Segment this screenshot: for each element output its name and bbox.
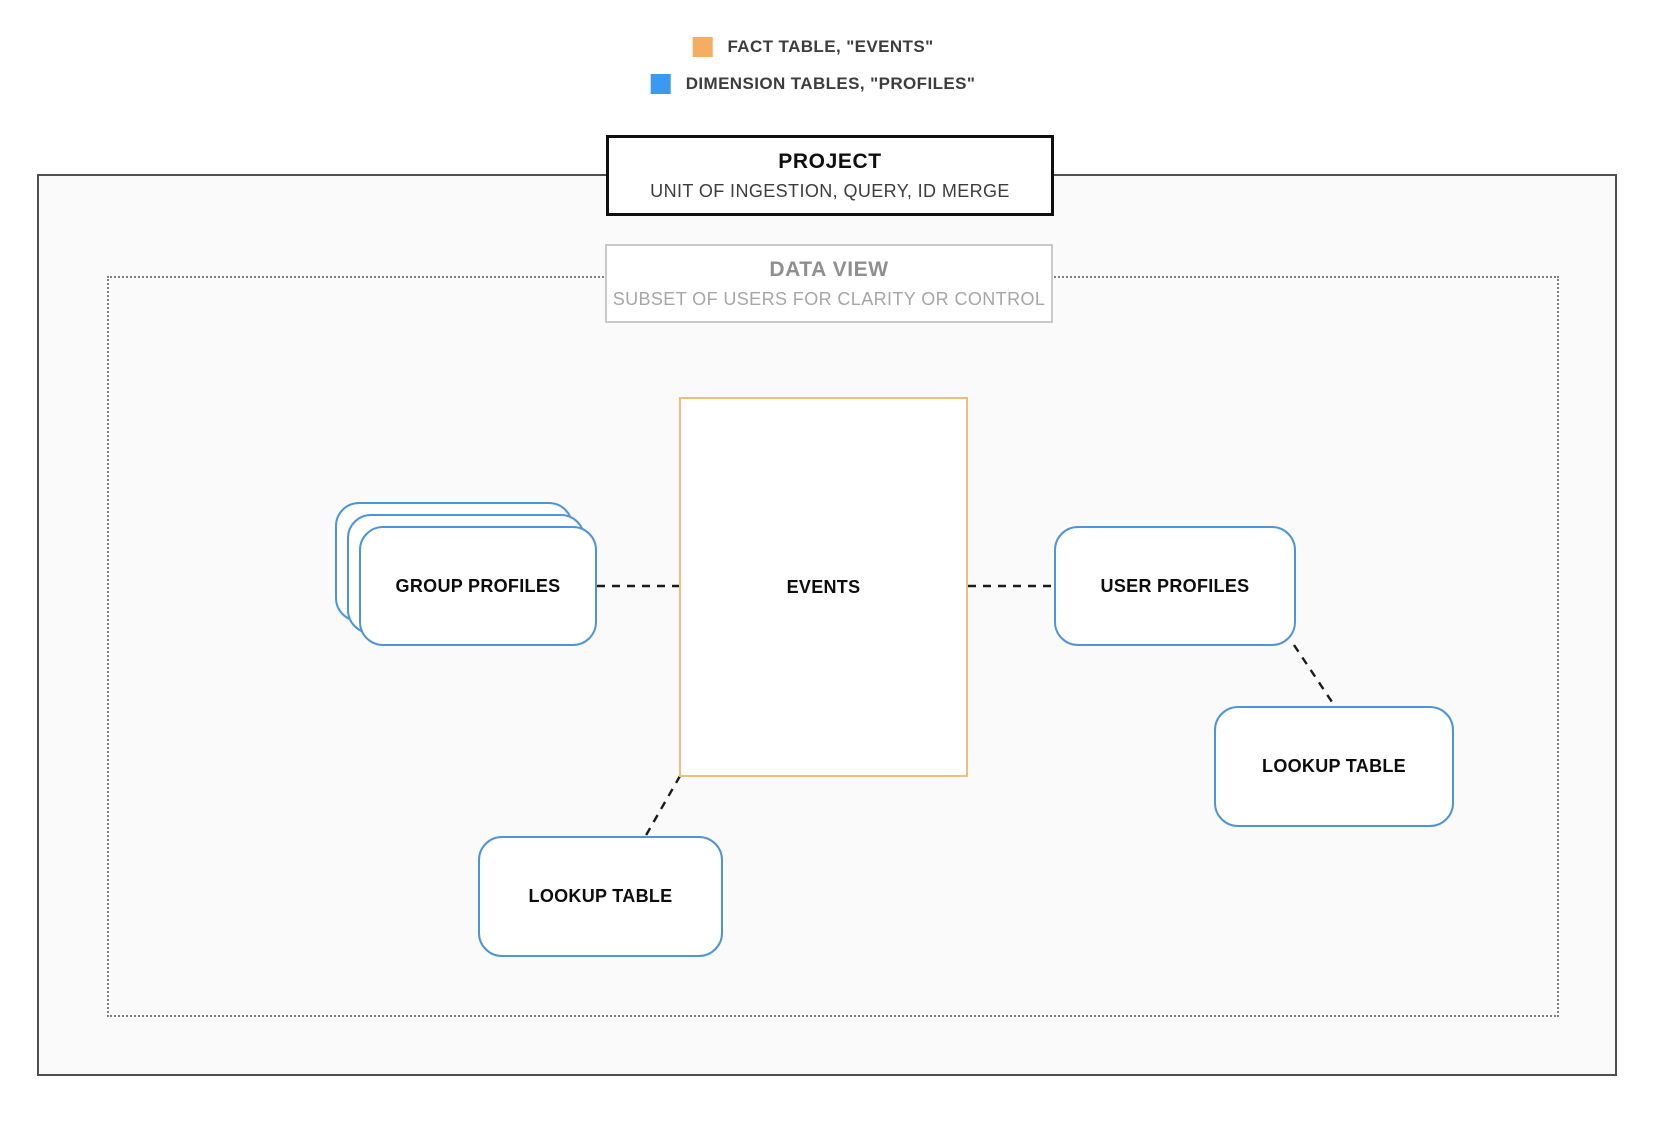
data-view-subtitle: SUBSET OF USERS FOR CLARITY OR CONTROL xyxy=(612,288,1046,309)
legend-item-fact-table: FACT TABLE, "EVENTS" xyxy=(692,37,933,57)
data-view-title: DATA VIEW xyxy=(769,257,889,281)
node-group-profiles-label: GROUP PROFILES xyxy=(395,575,561,596)
data-view-title-box: DATA VIEW SUBSET OF USERS FOR CLARITY OR… xyxy=(605,244,1053,323)
fact-table-swatch-icon xyxy=(692,37,713,57)
dimension-tables-swatch-icon xyxy=(650,74,671,94)
node-events: EVENTS xyxy=(679,397,968,777)
project-title-box: PROJECT UNIT OF INGESTION, QUERY, ID MER… xyxy=(606,135,1054,216)
legend-label-dimension-tables: DIMENSION TABLES, "PROFILES" xyxy=(685,74,976,93)
node-events-label: EVENTS xyxy=(786,576,861,597)
node-user-profiles: USER PROFILES xyxy=(1054,526,1296,646)
legend-label-fact-table: FACT TABLE, "EVENTS" xyxy=(727,37,934,56)
node-lookup-table-left-label: LOOKUP TABLE xyxy=(528,886,673,906)
node-lookup-table-left: LOOKUP TABLE xyxy=(478,836,723,957)
node-lookup-table-right-label: LOOKUP TABLE xyxy=(1262,756,1406,776)
project-title: PROJECT xyxy=(778,149,882,173)
legend-item-dimension-tables: DIMENSION TABLES, "PROFILES" xyxy=(650,74,976,94)
node-user-profiles-label: USER PROFILES xyxy=(1100,575,1250,596)
node-lookup-table-right: LOOKUP TABLE xyxy=(1214,706,1454,827)
project-subtitle: UNIT OF INGESTION, QUERY, ID MERGE xyxy=(650,180,1010,201)
legend: FACT TABLE, "EVENTS" DIMENSION TABLES, "… xyxy=(650,37,976,94)
node-group-profiles: GROUP PROFILES xyxy=(359,526,597,646)
